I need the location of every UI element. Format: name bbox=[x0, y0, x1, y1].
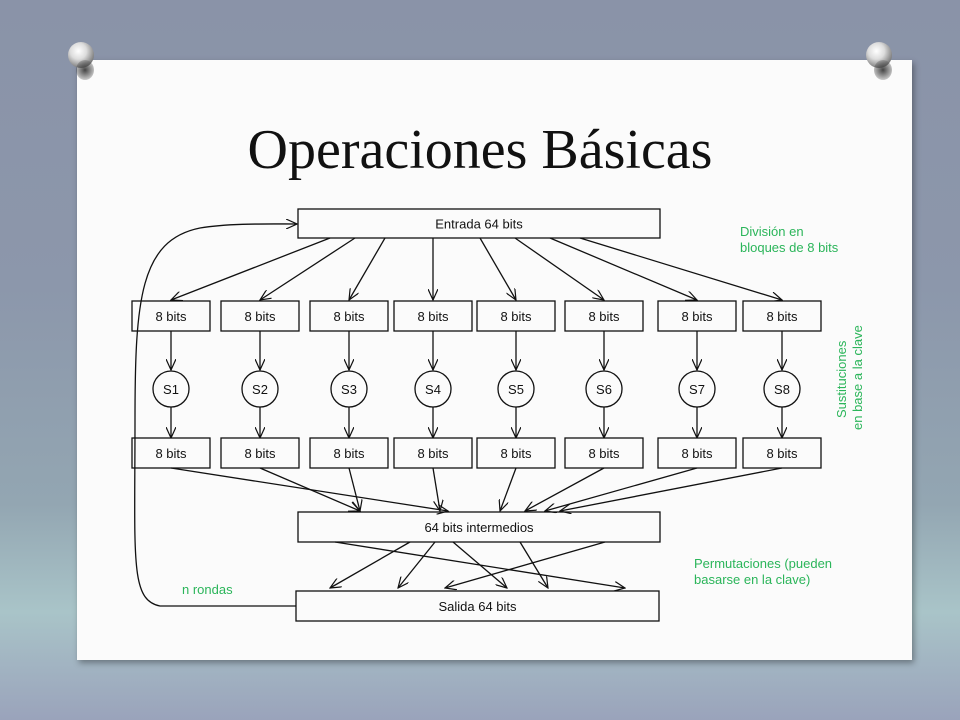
output-box-label: Salida 64 bits bbox=[438, 599, 517, 614]
block-in-2 bbox=[220, 300, 300, 332]
loop-label: n rondas bbox=[182, 582, 233, 597]
block-in-2-label: 8 bits bbox=[244, 309, 276, 324]
annotation-substitutions: Sustituciones bbox=[834, 340, 849, 418]
block-out-2-label: 8 bits bbox=[244, 446, 276, 461]
block-in-6 bbox=[564, 300, 644, 332]
arrow bbox=[452, 541, 507, 588]
arrow bbox=[549, 237, 697, 300]
block-out-6-label: 8 bits bbox=[588, 446, 620, 461]
block-out-8-label: 8 bits bbox=[766, 446, 798, 461]
block-out-4-label: 8 bits bbox=[417, 446, 449, 461]
annotation-division-2: bloques de 8 bits bbox=[740, 240, 839, 255]
block-out-5 bbox=[476, 437, 556, 469]
arrow bbox=[519, 541, 548, 588]
intermediate-box-label: 64 bits intermedios bbox=[424, 520, 534, 535]
block-in-1-label: 8 bits bbox=[155, 309, 187, 324]
annotation-permutations: Permutaciones (pueden bbox=[694, 556, 832, 571]
annotation-division: División en bbox=[740, 224, 804, 239]
block-out-7 bbox=[657, 437, 737, 469]
arrow bbox=[348, 467, 360, 511]
block-in-7-label: 8 bits bbox=[681, 309, 713, 324]
block-out-1-label: 8 bits bbox=[155, 446, 187, 461]
arrow bbox=[330, 541, 411, 588]
block-out-4 bbox=[393, 437, 473, 469]
arrow bbox=[398, 541, 436, 588]
block-in-8-label: 8 bits bbox=[766, 309, 798, 324]
block-out-5-label: 8 bits bbox=[500, 446, 532, 461]
block-in-5 bbox=[476, 300, 556, 332]
annotation-substitutions-2: en base a la clave bbox=[850, 325, 865, 430]
arrow bbox=[259, 467, 360, 511]
arrow bbox=[432, 467, 440, 511]
intermediate-box bbox=[297, 511, 661, 543]
sbox-label: S5 bbox=[508, 382, 524, 397]
sbox-label: S4 bbox=[425, 382, 441, 397]
arrow bbox=[579, 237, 782, 300]
input-box bbox=[297, 208, 661, 239]
sbox-label: S7 bbox=[689, 382, 705, 397]
block-in-3-label: 8 bits bbox=[333, 309, 365, 324]
block-out-3-label: 8 bits bbox=[333, 446, 365, 461]
sbox-label: S1 bbox=[163, 382, 179, 397]
pushpin-icon bbox=[866, 42, 892, 80]
arrow bbox=[525, 467, 605, 511]
arrow bbox=[349, 237, 386, 300]
block-out-6 bbox=[564, 437, 644, 469]
annotation-permutations-2: basarse en la clave) bbox=[694, 572, 810, 587]
arrow bbox=[445, 541, 606, 588]
block-in-8 bbox=[742, 300, 822, 332]
arrow bbox=[260, 237, 356, 300]
output-box bbox=[295, 590, 660, 622]
arrow bbox=[514, 237, 604, 300]
slide-title: Operaciones Básicas bbox=[247, 119, 713, 181]
arrow bbox=[560, 467, 783, 511]
sbox-label: S3 bbox=[341, 382, 357, 397]
block-out-1 bbox=[131, 437, 211, 469]
arrow bbox=[479, 237, 516, 300]
pushpin-icon bbox=[68, 42, 94, 80]
block-in-4-label: 8 bits bbox=[417, 309, 449, 324]
slide bbox=[77, 60, 912, 660]
block-out-7-label: 8 bits bbox=[681, 446, 713, 461]
block-in-4 bbox=[393, 300, 473, 332]
block-in-6-label: 8 bits bbox=[588, 309, 620, 324]
block-in-1 bbox=[131, 300, 211, 332]
sbox-label: S2 bbox=[252, 382, 268, 397]
block-in-3 bbox=[309, 300, 389, 332]
sbox-label: S8 bbox=[774, 382, 790, 397]
block-in-5-label: 8 bits bbox=[500, 309, 532, 324]
input-box-label: Entrada 64 bits bbox=[435, 217, 523, 232]
sbox-label: S6 bbox=[596, 382, 612, 397]
arrow bbox=[500, 467, 517, 511]
arrow bbox=[545, 467, 698, 511]
loop-arrow bbox=[134, 224, 297, 607]
arrow bbox=[171, 237, 331, 300]
